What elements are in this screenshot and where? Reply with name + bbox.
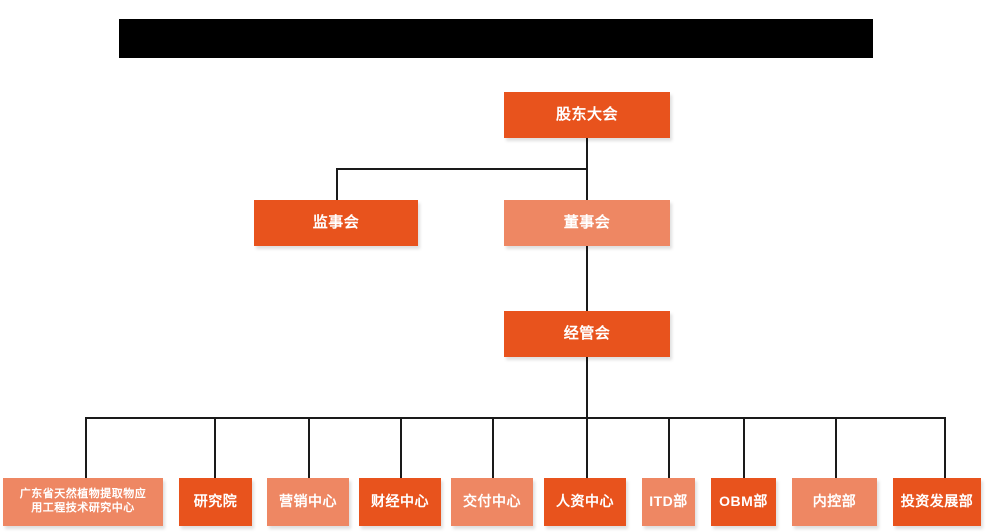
org-node-board-of-directors[interactable]: 董事会 [504,200,670,246]
org-node-label: 股东大会 [555,105,618,123]
org-node-hr-center[interactable]: 人资中心 [544,478,626,526]
org-node-management-committee[interactable]: 经管会 [504,311,670,357]
org-node-delivery-center[interactable]: 交付中心 [451,478,533,526]
org-node-label: 人资中心 [556,493,614,510]
connector-drop-guangdong-center [85,417,87,478]
connector-supervisors-drop [336,168,338,200]
connector-directors-to-management [586,246,588,311]
connector-drop-research-institute [214,417,216,478]
connector-drop-itd-department [668,417,670,478]
connector-drop-finance-center [400,417,402,478]
org-node-label: 营销中心 [279,493,337,510]
org-node-label: 研究院 [193,493,238,510]
connector-drop-marketing-center [308,417,310,478]
org-node-label: 广东省天然植物提取物应 用工程技术研究中心 [19,488,147,514]
connector-drop-hr-center [586,417,588,478]
org-node-marketing-center[interactable]: 营销中心 [267,478,349,526]
org-node-label: 交付中心 [463,493,521,510]
org-node-label: 投资发展部 [900,493,974,510]
org-node-shareholders-meeting[interactable]: 股东大会 [504,92,670,138]
connector-drop-internal-control [835,417,837,478]
org-node-label: 内控部 [812,493,857,510]
org-node-label: 财经中心 [371,493,429,510]
org-node-investment-development-department[interactable]: 投资发展部 [893,478,981,526]
org-node-label: 监事会 [312,213,360,231]
org-node-board-of-supervisors[interactable]: 监事会 [254,200,418,246]
connector-management-stem [586,357,588,417]
org-node-itd-department[interactable]: ITD部 [642,478,695,526]
org-node-label: OBM部 [719,493,768,510]
org-node-internal-control-department[interactable]: 内控部 [792,478,877,526]
connector-drop-delivery-center [492,417,494,478]
redacted-title-banner [119,19,873,58]
org-node-guangdong-research-center[interactable]: 广东省天然植物提取物应 用工程技术研究中心 [3,478,163,526]
connector-drop-obm-department [743,417,745,478]
org-node-obm-department[interactable]: OBM部 [711,478,776,526]
connector-level4-bus [85,417,945,419]
org-node-label: 经管会 [563,324,611,342]
org-node-label: 董事会 [563,213,611,231]
connector-level2-crossbar [336,168,588,170]
connector-directors-drop [586,168,588,200]
connector-drop-investment-development [944,417,946,478]
org-node-label: ITD部 [649,493,688,510]
org-node-finance-center[interactable]: 财经中心 [359,478,441,526]
org-node-research-institute[interactable]: 研究院 [179,478,252,526]
